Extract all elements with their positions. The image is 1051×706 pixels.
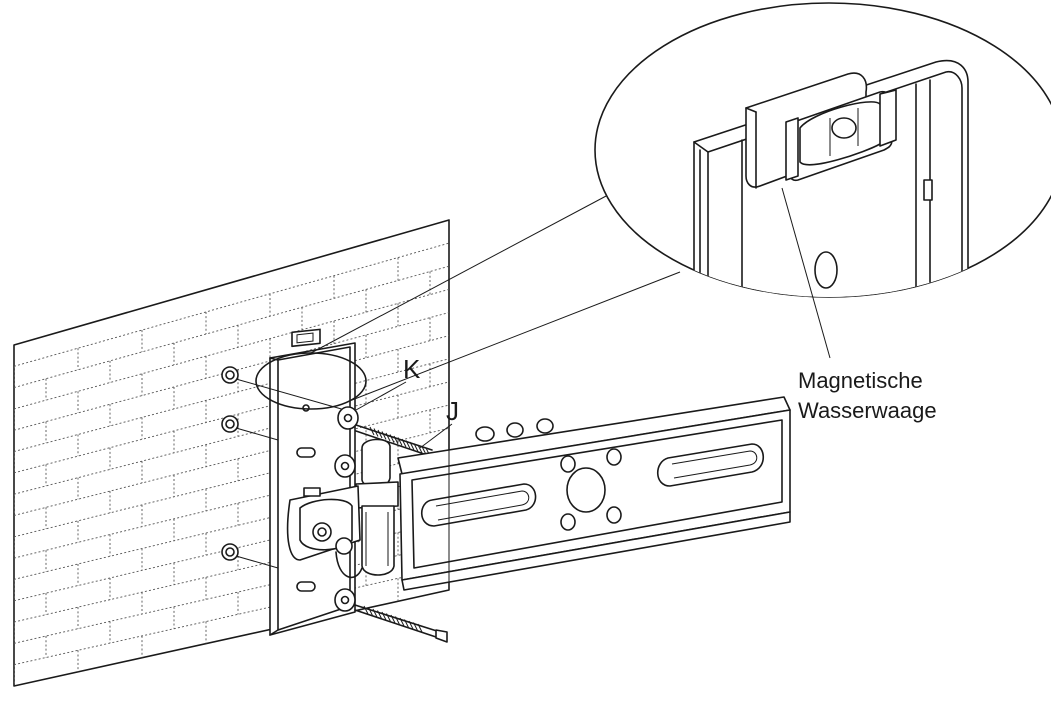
tv-mounting-rail (397, 396, 791, 591)
washer-top (337, 406, 359, 430)
washer-middle (334, 454, 356, 478)
screw-bottom (354, 604, 448, 643)
screw-j (355, 424, 433, 457)
magnified-detail (594, 2, 1051, 298)
wall-anchor-middle (221, 415, 279, 441)
label-k: K (403, 354, 421, 384)
leader-lines (355, 187, 831, 449)
leader-k (355, 381, 407, 411)
wall-anchor-top (221, 366, 346, 411)
callout-level-line1: Magnetische (798, 368, 923, 393)
leader-j (419, 423, 453, 449)
wall-anchor-bottom (221, 543, 279, 569)
leader-level (781, 187, 831, 359)
pivot-hinge (286, 438, 399, 579)
washer-bottom (334, 588, 356, 612)
callout-level-line2: Wasserwaage (798, 398, 937, 423)
label-j: J (446, 396, 459, 426)
detail-marker-ellipse (255, 194, 681, 410)
